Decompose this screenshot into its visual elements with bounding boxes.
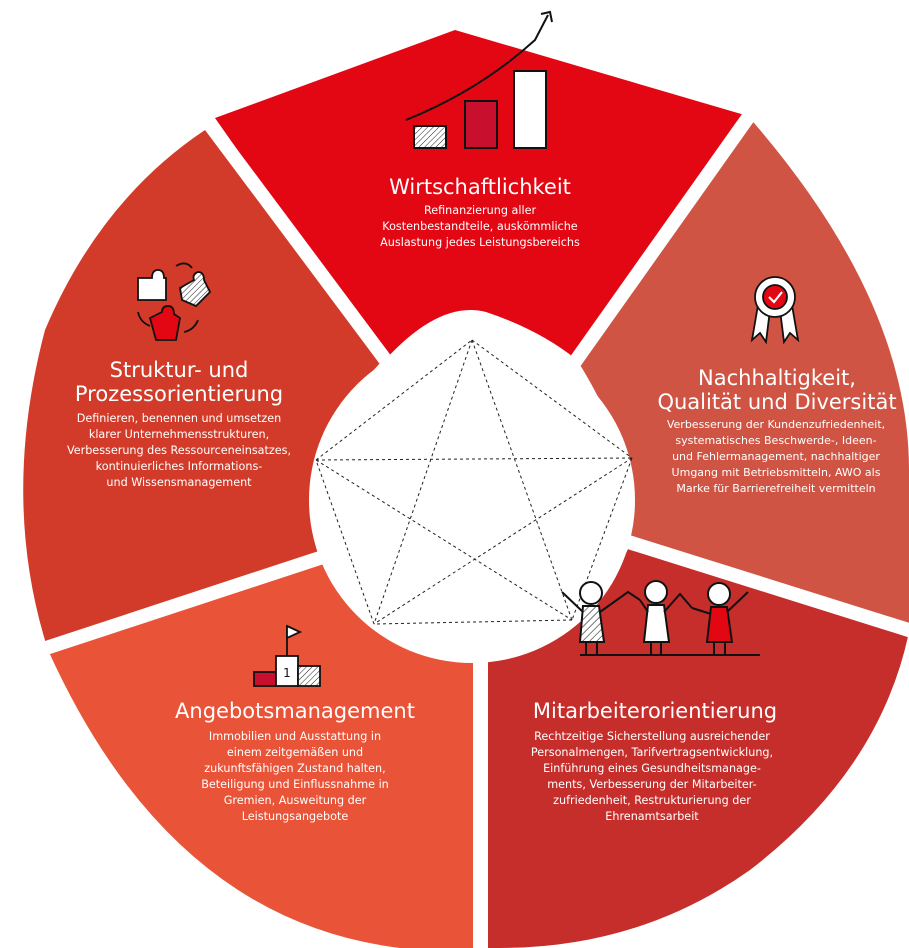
angebotsmanagement-title: Angebotsmanagement (175, 699, 415, 723)
svg-text:zukunftsfähigen Zustand halten: zukunftsfähigen Zustand halten, (204, 762, 385, 775)
svg-text:klarer Unternehmensstrukturen,: klarer Unternehmensstrukturen, (89, 428, 269, 441)
svg-text:einem zeitgemäßen und: einem zeitgemäßen und (227, 746, 363, 759)
svg-text:Verbesserung des Ressourcenein: Verbesserung des Ressourceneinsatzes, (67, 444, 291, 457)
svg-text:Ehrenamtsarbeit: Ehrenamtsarbeit (605, 810, 699, 823)
segment-bottom-left (48, 560, 473, 948)
struktur-title-line-1: Struktur- und (110, 358, 249, 382)
svg-text:Kostenbestandteile, auskömmlic: Kostenbestandteile, auskömmliche (382, 220, 577, 233)
svg-text:Personalmengen, Tarifvertragse: Personalmengen, Tarifvertragsentwicklung… (531, 746, 773, 759)
award-rosette-icon (750, 276, 800, 345)
segment-separators (37, 107, 909, 948)
svg-text:systematisches Beschwerde-, Id: systematisches Beschwerde-, Ideen- (675, 434, 876, 447)
wirtschaftlichkeit-title: Wirtschaftlichkeit (389, 175, 571, 199)
mitarbeiterorientierung-description: Rechtzeitige Sicherstellung ausreichende… (531, 730, 773, 823)
svg-text:kontinuierliches Informations-: kontinuierliches Informations- (96, 460, 263, 473)
svg-text:Rechtzeitige Sicherstellung au: Rechtzeitige Sicherstellung ausreichende… (534, 730, 770, 743)
angebotsmanagement-description: Immobilien und Ausstattung in einem zeit… (201, 730, 389, 823)
svg-text:Marke für Barrierefreiheit ver: Marke für Barrierefreiheit vermitteln (676, 482, 875, 495)
segment-left (23, 130, 381, 650)
wirtschaftlichkeit-description: Refinanzierung aller Kostenbestandteile,… (380, 204, 580, 249)
svg-text:Definieren, benennen und umset: Definieren, benennen und umsetzen (77, 412, 282, 425)
network-lines (315, 339, 633, 625)
segment-bottom-right (488, 545, 909, 948)
wirtschaftlichkeit-icon (405, 10, 553, 149)
struktur-description: Definieren, benennen und umsetzen klarer… (67, 412, 291, 489)
svg-text:Refinanzierung aller: Refinanzierung aller (424, 204, 536, 217)
puzzle-pieces-icon (137, 262, 212, 341)
podium-number: 1 (283, 666, 291, 680)
svg-text:und Fehlermanagement, nachhalt: und Fehlermanagement, nachhaltiger (672, 450, 880, 463)
svg-text:Auslastung jedes Leistungsbere: Auslastung jedes Leistungsbereichs (380, 236, 580, 249)
struktur-title-line-2: Prozessorientierung (75, 382, 283, 406)
podium-flag-icon: 1 (253, 624, 321, 687)
svg-text:Umgang mit Betriebsmitteln, AW: Umgang mit Betriebsmitteln, AWO als (672, 466, 881, 479)
svg-text:zufriedenheit, Restrukturierun: zufriedenheit, Restrukturierung der (553, 794, 751, 807)
svg-text:ments, Verbesserung der Mitarb: ments, Verbesserung der Mitarbeiter- (547, 778, 756, 791)
svg-text:Verbesserung der Kundenzufried: Verbesserung der Kundenzufriedenheit, (667, 418, 885, 431)
center-circle (309, 337, 635, 663)
svg-text:Leistungsangebote: Leistungsangebote (242, 810, 349, 823)
nachhaltigkeit-title-line-1: Nachhaltigkeit, (698, 366, 856, 390)
svg-text:Gremien, Ausweitung der: Gremien, Ausweitung der (224, 794, 367, 807)
svg-text:Einführung eines Gesundheitsma: Einführung eines Gesundheitsmanage- (543, 762, 761, 775)
nachhaltigkeit-title-line-2: Qualität und Diversität (657, 390, 896, 414)
mitarbeiterorientierung-title: Mitarbeiterorientierung (533, 699, 777, 723)
nachhaltigkeit-description: Verbesserung der Kundenzufriedenheit, sy… (667, 418, 885, 495)
segment-top (215, 30, 748, 360)
svg-text:Beteiligung und Einflussnahme: Beteiligung und Einflussnahme in (201, 778, 389, 791)
people-holding-hands-icon (561, 580, 760, 656)
svg-text:und Wissensmanagement: und Wissensmanagement (106, 476, 252, 489)
svg-text:Immobilien und Ausstattung in: Immobilien und Ausstattung in (209, 730, 381, 743)
